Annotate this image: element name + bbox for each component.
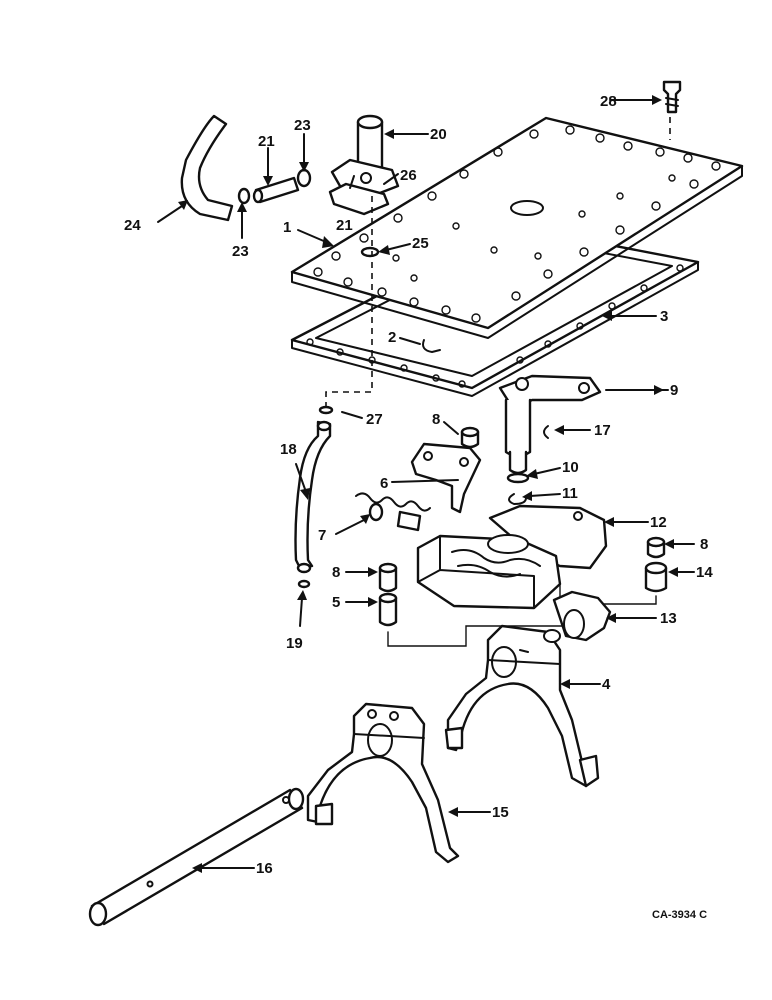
- callout-6: 6: [380, 475, 388, 492]
- part-1-cover-plate: [290, 116, 744, 339]
- part-8-bushing-upper: [460, 426, 480, 449]
- callout-28: 28: [600, 93, 617, 110]
- part-13-block: [552, 590, 612, 642]
- part-28-fitting: [662, 80, 682, 114]
- callout-14: 14: [696, 564, 713, 581]
- callout-12: 11: [562, 485, 578, 502]
- callout-4: 4: [602, 676, 611, 693]
- callout-18: 18: [280, 441, 297, 458]
- callout-10: 12: [650, 514, 667, 531]
- part-5-bushing: [378, 592, 398, 627]
- leader-line: [387, 625, 563, 647]
- callout-8-top: 8: [432, 411, 440, 428]
- part-24-hose: [180, 114, 234, 222]
- part-15-shift-fork: [306, 702, 460, 864]
- callout-23-top: 23: [294, 117, 311, 134]
- callout-3: 3: [660, 308, 668, 325]
- callout-9: 9: [670, 382, 678, 399]
- part-22-hose-section: [252, 176, 300, 204]
- part-25-washer: [360, 246, 380, 258]
- part-11-o-ring: [506, 472, 530, 484]
- callout-11: 10: [562, 459, 579, 476]
- part-8-bushing-left: [378, 562, 398, 593]
- part-12-ring: [508, 493, 527, 505]
- callout-7: 7: [318, 527, 326, 544]
- callout-25: 25: [412, 235, 429, 252]
- callout-8-left: 8: [332, 564, 340, 581]
- callout-27: 27: [366, 411, 383, 428]
- callout-8-right: 8: [700, 536, 708, 553]
- callout-26: 26: [400, 167, 417, 184]
- callout-15: 15: [492, 804, 509, 821]
- part-6-bracket: [410, 442, 482, 514]
- assembly-line-2: [325, 360, 373, 406]
- part-8-bushing-right: [646, 536, 666, 559]
- callout-1: 1: [283, 219, 291, 236]
- leader-line-2: [559, 583, 657, 605]
- part-27-washer: [318, 405, 334, 415]
- part-18-oil-tube: [294, 420, 332, 574]
- callout-2: 2: [388, 329, 396, 346]
- part-7-spring: [355, 492, 431, 532]
- part-2-clip: [422, 339, 441, 353]
- callout-13: 13: [660, 610, 677, 627]
- drawing-code: CA-3934 C: [652, 909, 707, 921]
- part-9-shift-lever: [498, 374, 602, 475]
- callout-24: 24: [124, 217, 141, 234]
- part-20-breather-tube: [330, 114, 400, 198]
- callout-20: 20: [430, 126, 447, 143]
- callout-5: 5: [332, 594, 340, 611]
- part-17-snap-ring: [543, 425, 549, 439]
- part-14-bushing: [644, 561, 668, 593]
- callout-22: 21: [258, 133, 275, 150]
- callout-16: 16: [256, 860, 273, 877]
- guide-block: [416, 534, 562, 610]
- part-21-gasket: [328, 182, 390, 216]
- callout-labels: 28 20 21 23 26 24 21 23 1 25 3 2 9 27 8 …: [124, 93, 713, 921]
- part-4-shift-fork: [444, 624, 600, 788]
- part-16-shift-rod: [88, 787, 305, 927]
- part-19-o-ring: [297, 579, 311, 589]
- leader-arrows: [157, 95, 695, 873]
- callout-21: 21: [336, 217, 353, 234]
- callout-17: 17: [594, 422, 611, 439]
- callout-19: 19: [286, 635, 303, 652]
- callout-23-bottom: 23: [232, 243, 249, 260]
